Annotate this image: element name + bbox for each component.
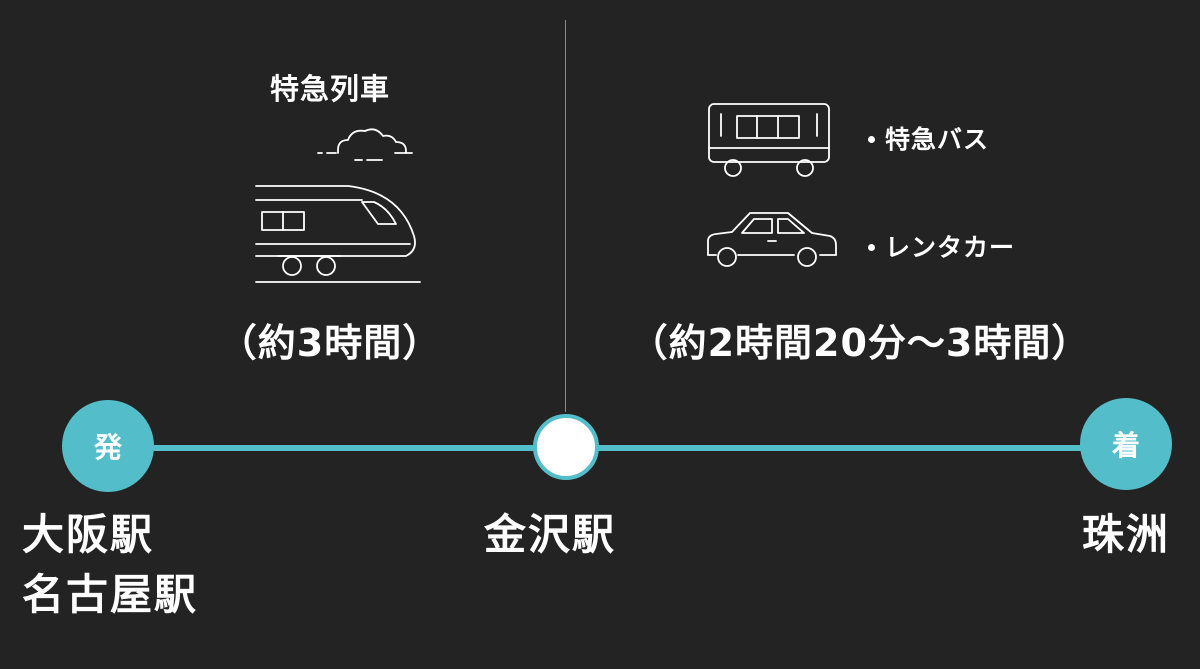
bus-icon <box>708 103 830 177</box>
transfer-node <box>533 414 599 480</box>
option-express-bus: 特急バス <box>868 120 989 156</box>
car-icon <box>707 212 837 267</box>
section-divider <box>565 20 566 412</box>
train-icon <box>255 185 421 283</box>
depart-badge: 発 <box>62 400 154 492</box>
arrive-badge: 着 <box>1080 398 1172 490</box>
cloud-icon <box>317 128 413 161</box>
bus-car-duration: （約2時間20分～3時間） <box>629 321 1091 365</box>
train-duration: （約3時間） <box>218 321 442 365</box>
option-rental-car: レンタカー <box>868 228 1015 264</box>
origin-station-osaka: 大阪駅 <box>22 510 155 559</box>
origin-stations: 大阪駅 名古屋駅 <box>22 505 198 625</box>
destination-station: 珠洲 <box>1082 510 1171 559</box>
bullet-icon <box>868 135 875 143</box>
transfer-station: 金沢駅 <box>484 510 617 559</box>
train-title: 特急列車 <box>269 72 390 106</box>
option-label: レンタカー <box>885 233 1016 262</box>
route-line <box>110 445 1130 451</box>
origin-station-nagoya: 名古屋駅 <box>22 570 199 619</box>
option-label: 特急バス <box>885 125 990 154</box>
bullet-icon <box>868 243 875 251</box>
